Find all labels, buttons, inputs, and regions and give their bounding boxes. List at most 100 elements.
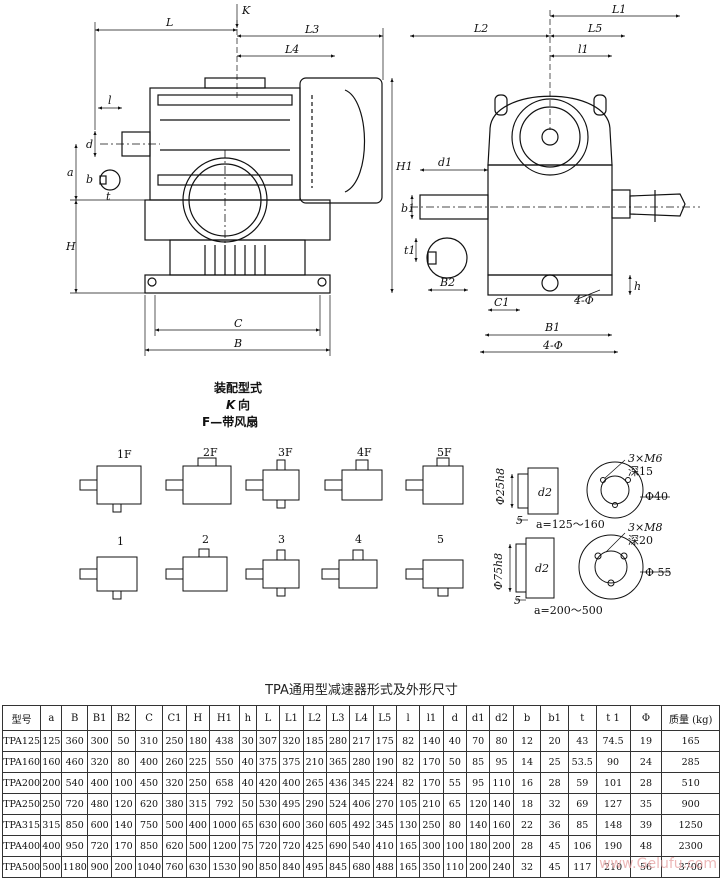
svg-text:L2: L2 [473, 22, 488, 35]
table-cell: 200 [40, 772, 63, 794]
column-header: L4 [349, 705, 374, 731]
table-cell: 95 [489, 751, 514, 773]
table-cell: 290 [302, 793, 327, 815]
table-cell: 410 [372, 835, 397, 857]
detail-large-labels: Φ75h8 d2 5 a=200～500 3×M8 深20 Φ 55 [492, 521, 672, 617]
table-cell: 190 [595, 835, 631, 857]
table-cell: 280 [349, 751, 374, 773]
side-view-labels: L1 L2 L5 l1 d1 b1 t1 B2 C1 B1 4-Φ 4-Φ h [401, 3, 641, 352]
column-header: h [238, 705, 257, 731]
table-cell: 345 [372, 814, 397, 836]
table-cell: 720 [86, 835, 113, 857]
svg-text:3×M8: 3×M8 [628, 521, 662, 534]
table-cell: 140 [419, 730, 444, 752]
column-header: 型号 [1, 705, 42, 731]
table-cell: 270 [372, 793, 397, 815]
table-cell: 80 [489, 730, 514, 752]
table-cell: 40 [238, 751, 257, 773]
svg-text:L1: L1 [611, 3, 626, 16]
column-header: b [512, 705, 542, 731]
column-header: H [185, 705, 211, 731]
table-cell: 345 [349, 772, 374, 794]
table-cell: 32 [512, 856, 542, 878]
column-header: L5 [372, 705, 397, 731]
table-cell: 45 [540, 835, 569, 857]
svg-text:B: B [233, 337, 242, 350]
table-cell: 28 [540, 772, 569, 794]
table-cell: 32 [540, 793, 569, 815]
table-cell: 95 [466, 772, 491, 794]
table-cell: 165 [661, 730, 720, 752]
table-cell: 436 [325, 772, 351, 794]
svg-text:4: 4 [355, 533, 362, 546]
column-header: C1 [162, 705, 187, 731]
svg-text:a: a [67, 166, 74, 179]
table-cell: 53.5 [567, 751, 597, 773]
table-cell: 720 [255, 835, 281, 857]
table-cell: 320 [162, 772, 187, 794]
table-cell: 210 [419, 793, 444, 815]
table-cell: 260 [162, 751, 187, 773]
table-cell: TPA500 [1, 856, 42, 878]
table-cell: 200 [466, 856, 491, 878]
table-cell: 170 [419, 751, 444, 773]
table-cell: 350 [419, 856, 444, 878]
table-cell: 400 [86, 772, 113, 794]
svg-text:4F: 4F [357, 446, 372, 459]
table-cell: 170 [419, 772, 444, 794]
table-cell: 30 [238, 730, 257, 752]
svg-text:Φ75h8: Φ75h8 [492, 553, 505, 590]
table-cell: 760 [162, 856, 187, 878]
table-cell: 85 [466, 751, 491, 773]
table-cell: 600 [279, 814, 304, 836]
table-cell: 125 [40, 730, 63, 752]
svg-text:b: b [86, 173, 93, 186]
table-cell: 18 [512, 793, 542, 815]
svg-text:Φ40: Φ40 [645, 490, 668, 503]
table-cell: 90 [595, 751, 631, 773]
table-cell: 550 [209, 751, 240, 773]
svg-text:h: h [634, 280, 641, 293]
table-cell: 400 [40, 835, 63, 857]
table-cell: 720 [279, 835, 304, 857]
svg-text:3: 3 [278, 533, 285, 546]
table-cell: 190 [372, 751, 397, 773]
table-cell: 170 [111, 835, 136, 857]
table-cell: 45 [540, 856, 569, 878]
table-cell: 307 [255, 730, 281, 752]
table-cell: 2300 [661, 835, 720, 857]
table-cell: 280 [325, 730, 351, 752]
table-cell: 488 [372, 856, 397, 878]
table-cell: 900 [661, 793, 720, 815]
table-cell: 65 [238, 814, 257, 836]
table-cell: TPA250 [1, 793, 42, 815]
table-cell: 510 [661, 772, 720, 794]
table-cell: 80 [111, 751, 136, 773]
table-cell: 630 [255, 814, 281, 836]
table-cell: 425 [302, 835, 327, 857]
svg-text:H1: H1 [395, 160, 413, 173]
svg-text:d2: d2 [535, 562, 549, 575]
column-header: H1 [209, 705, 240, 731]
table-cell: 210 [595, 856, 631, 878]
table-cell: 750 [134, 814, 164, 836]
table-cell: 540 [349, 835, 374, 857]
table-cell: TPA125 [1, 730, 42, 752]
table-cell: 380 [162, 793, 187, 815]
table-cell: 460 [61, 751, 88, 773]
table-cell: 658 [209, 772, 240, 794]
column-header: t 1 [595, 705, 631, 731]
table-cell: 140 [489, 793, 514, 815]
table-cell: 165 [395, 856, 421, 878]
column-header: d [442, 705, 468, 731]
table-cell: 110 [442, 856, 468, 878]
table-cell: 12 [512, 730, 542, 752]
column-header: L [255, 705, 281, 731]
table-cell: 375 [255, 751, 281, 773]
svg-text:5: 5 [437, 533, 444, 546]
svg-text:B1: B1 [544, 321, 560, 334]
